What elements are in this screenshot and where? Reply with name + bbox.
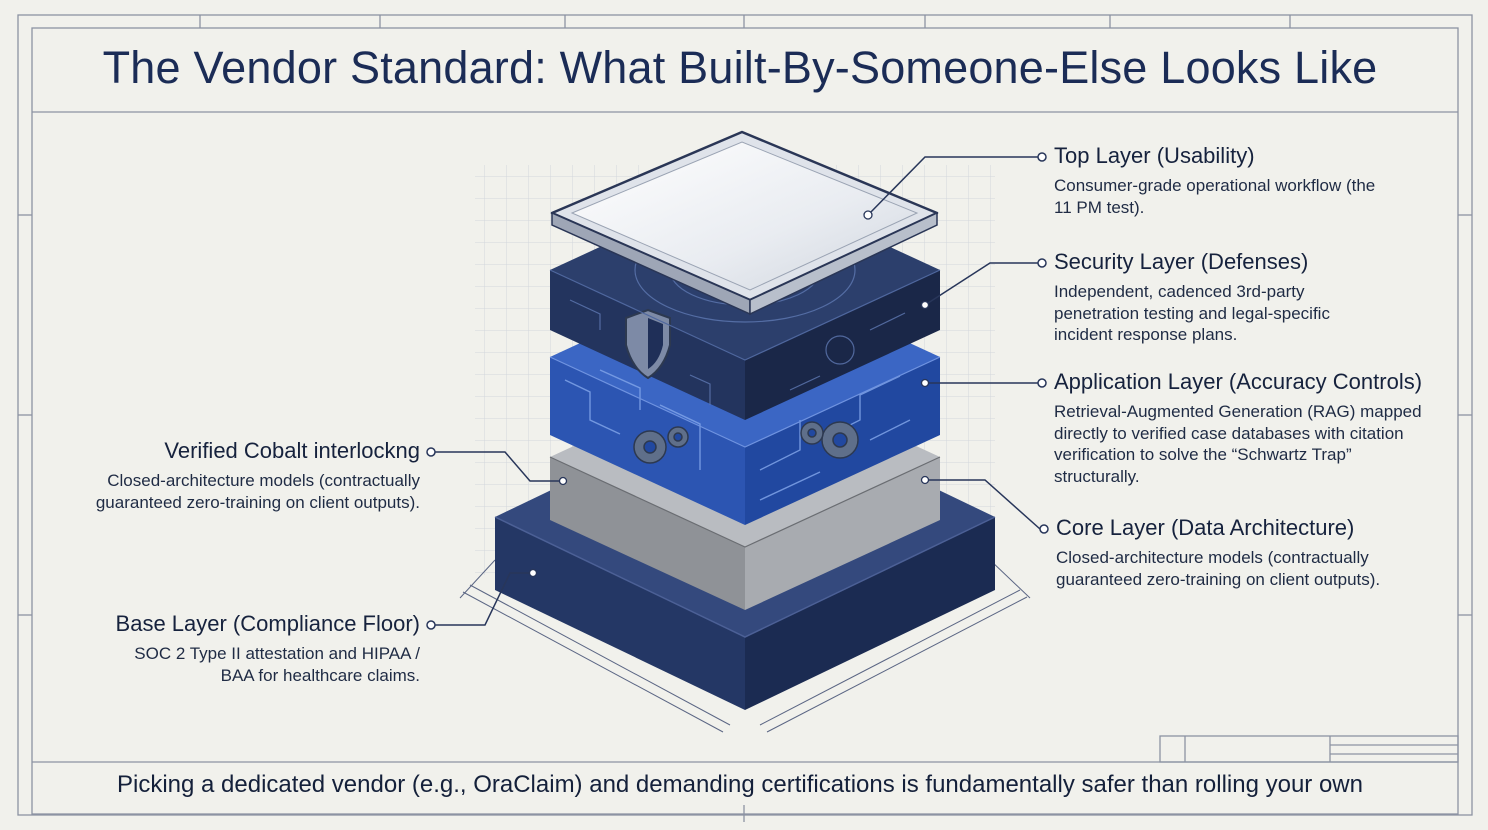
base-layer-description: SOC 2 Type II attestation and HIPAA / BA…: [134, 644, 420, 685]
footer-caption: Picking a dedicated vendor (e.g., OraCla…: [117, 771, 1363, 798]
circuit-pattern: [564, 369, 911, 501]
anchor-dots: [528, 210, 930, 578]
cobalt-heading: Verified Cobalt interlockng: [164, 438, 420, 463]
shield-icon: [625, 308, 671, 380]
gear-icon: [633, 421, 859, 464]
application-layer-heading: Application Layer (Accuracy Controls): [1054, 369, 1423, 394]
base-layer-heading: Base Layer (Compliance Floor): [115, 611, 420, 636]
top-layer-panel: [550, 130, 939, 316]
security-layer-label: Security Layer (Defenses) Independent, c…: [1054, 249, 1414, 346]
security-layer-heading: Security Layer (Defenses): [1054, 249, 1309, 274]
leader-lines: [432, 156, 1041, 626]
leader-dots: [426, 152, 1049, 630]
top-layer-label: Top Layer (Usability) Consumer-grade ope…: [1054, 143, 1414, 218]
page-title: The Vendor Standard: What Built-By-Someo…: [102, 42, 1378, 93]
core-layer-description: Closed-architecture models (contractuall…: [1056, 548, 1381, 589]
security-layer-description: Independent, cadenced 3rd-party penetrat…: [1054, 282, 1330, 344]
cobalt-label: Verified Cobalt interlockng Closed-archi…: [40, 438, 420, 513]
core-layer-label: Core Layer (Data Architecture) Closed-ar…: [1056, 515, 1436, 590]
top-layer-description: Consumer-grade operational workflow (the…: [1054, 176, 1376, 217]
core-layer-heading: Core Layer (Data Architecture): [1056, 515, 1355, 540]
blueprint-frame: [17, 14, 1473, 822]
application-layer-description: Retrieval-Augmented Generation (RAG) map…: [1054, 402, 1422, 486]
base-layer-label: Base Layer (Compliance Floor) SOC 2 Type…: [40, 611, 420, 686]
application-layer-label: Application Layer (Accuracy Controls) Re…: [1054, 369, 1444, 487]
cobalt-description: Closed-architecture models (contractuall…: [95, 471, 420, 512]
dimension-lines: [459, 559, 1031, 733]
top-layer-heading: Top Layer (Usability): [1054, 143, 1255, 168]
